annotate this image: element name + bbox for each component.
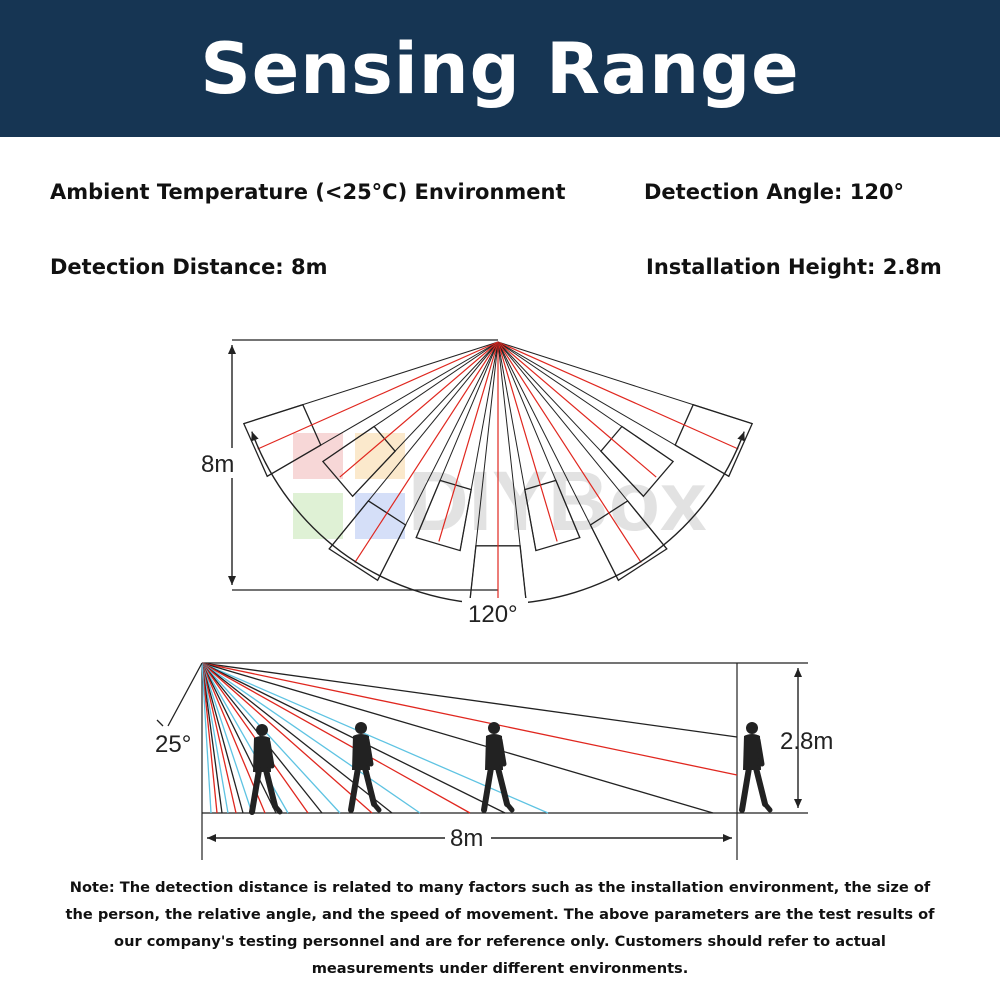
zone-center-beam bbox=[497, 341, 558, 542]
range-label: 8m bbox=[201, 451, 234, 478]
side-beam bbox=[201, 662, 421, 814]
leg bbox=[263, 767, 278, 809]
leg bbox=[348, 765, 361, 813]
tilt-angle-label: 25° bbox=[155, 731, 191, 758]
angle-label: 120° bbox=[468, 601, 518, 628]
side-beam bbox=[201, 662, 237, 814]
side-beam bbox=[201, 662, 253, 814]
arm bbox=[497, 737, 507, 767]
foot bbox=[762, 801, 773, 813]
side-beam bbox=[201, 662, 738, 776]
zone-edge-beam bbox=[497, 341, 619, 581]
walking-person-icon bbox=[739, 722, 773, 813]
arm bbox=[364, 737, 374, 767]
zone-edge-beam bbox=[328, 341, 499, 550]
title-banner: Sensing Range bbox=[0, 0, 1000, 137]
zone-edge-beam bbox=[497, 341, 528, 608]
spec-ambient-temperature: Ambient Temperature (<25°C) Environment bbox=[50, 180, 566, 204]
side-beam bbox=[201, 662, 244, 814]
height-label: 2.8m bbox=[780, 728, 833, 755]
side-beam bbox=[201, 662, 277, 814]
leg bbox=[753, 765, 768, 807]
side-beam bbox=[201, 662, 373, 814]
zone-center-beam bbox=[497, 341, 657, 478]
side-beam bbox=[201, 662, 212, 814]
spec-detection-distance: Detection Distance: 8m bbox=[50, 255, 328, 279]
spec-detection-angle: Detection Angle: 120° bbox=[644, 180, 905, 204]
zone-edge-beam bbox=[497, 341, 668, 550]
watermark-text: DIYBox bbox=[408, 454, 707, 548]
page-title: Sensing Range bbox=[200, 27, 800, 110]
side-detection-beams bbox=[201, 662, 738, 814]
leg bbox=[362, 765, 377, 807]
zone-center-beam bbox=[339, 341, 499, 478]
side-beam bbox=[201, 662, 341, 814]
foot bbox=[371, 801, 382, 813]
side-beam bbox=[201, 662, 714, 814]
side-beam bbox=[201, 662, 471, 814]
head bbox=[488, 722, 500, 734]
tilt-line bbox=[167, 662, 203, 727]
zone-edge-beam bbox=[468, 341, 499, 608]
zone-center-beam bbox=[354, 341, 499, 563]
zone-edge-beam bbox=[497, 341, 674, 462]
zone-center-beam bbox=[438, 341, 499, 542]
zone-center-beam bbox=[497, 341, 739, 450]
head bbox=[256, 724, 268, 736]
distance-label: 8m bbox=[450, 825, 483, 852]
side-beam bbox=[201, 662, 223, 814]
tilt-tick bbox=[156, 719, 164, 727]
top-view-diagram: DIYBox 8m 120° bbox=[196, 339, 754, 628]
foot bbox=[504, 801, 515, 813]
zone-center-beam bbox=[257, 341, 499, 450]
leg bbox=[495, 765, 510, 807]
spec-installation-height: Installation Height: 2.8m bbox=[646, 255, 942, 279]
detection-zones bbox=[242, 341, 754, 609]
side-beam bbox=[201, 662, 289, 814]
zone-edge-beam bbox=[497, 341, 537, 551]
arm bbox=[755, 737, 765, 767]
zone-edge-beam bbox=[322, 341, 499, 462]
zone-center-beam bbox=[497, 341, 642, 563]
leg bbox=[481, 765, 494, 813]
walking-person-icon bbox=[481, 722, 515, 813]
zone-edge-beam bbox=[266, 341, 499, 477]
side-view-diagram: 25° 2.8m 8m bbox=[155, 662, 833, 860]
foot bbox=[272, 803, 283, 815]
leg bbox=[739, 765, 752, 813]
side-beam bbox=[201, 662, 218, 814]
head bbox=[746, 722, 758, 734]
walking-person-icon bbox=[249, 724, 283, 815]
zone-edge-beam bbox=[497, 341, 753, 425]
zone-edge-beam bbox=[352, 341, 499, 497]
disclaimer-note: Note: The detection distance is related … bbox=[65, 879, 935, 977]
zone-edge-beam bbox=[497, 341, 730, 477]
zone-edge-beam bbox=[377, 341, 499, 581]
zone-edge-beam bbox=[497, 341, 644, 497]
watermark-logo: DIYBox bbox=[293, 433, 707, 548]
arm bbox=[265, 739, 275, 769]
leg bbox=[249, 767, 262, 815]
zone-edge-beam bbox=[459, 341, 499, 551]
side-beam bbox=[201, 662, 229, 814]
side-beam bbox=[201, 662, 393, 814]
side-beam bbox=[201, 662, 738, 738]
walking-person-icon bbox=[348, 722, 382, 813]
zone-edge-beam bbox=[243, 341, 499, 425]
walking-people bbox=[249, 722, 773, 815]
head bbox=[355, 722, 367, 734]
